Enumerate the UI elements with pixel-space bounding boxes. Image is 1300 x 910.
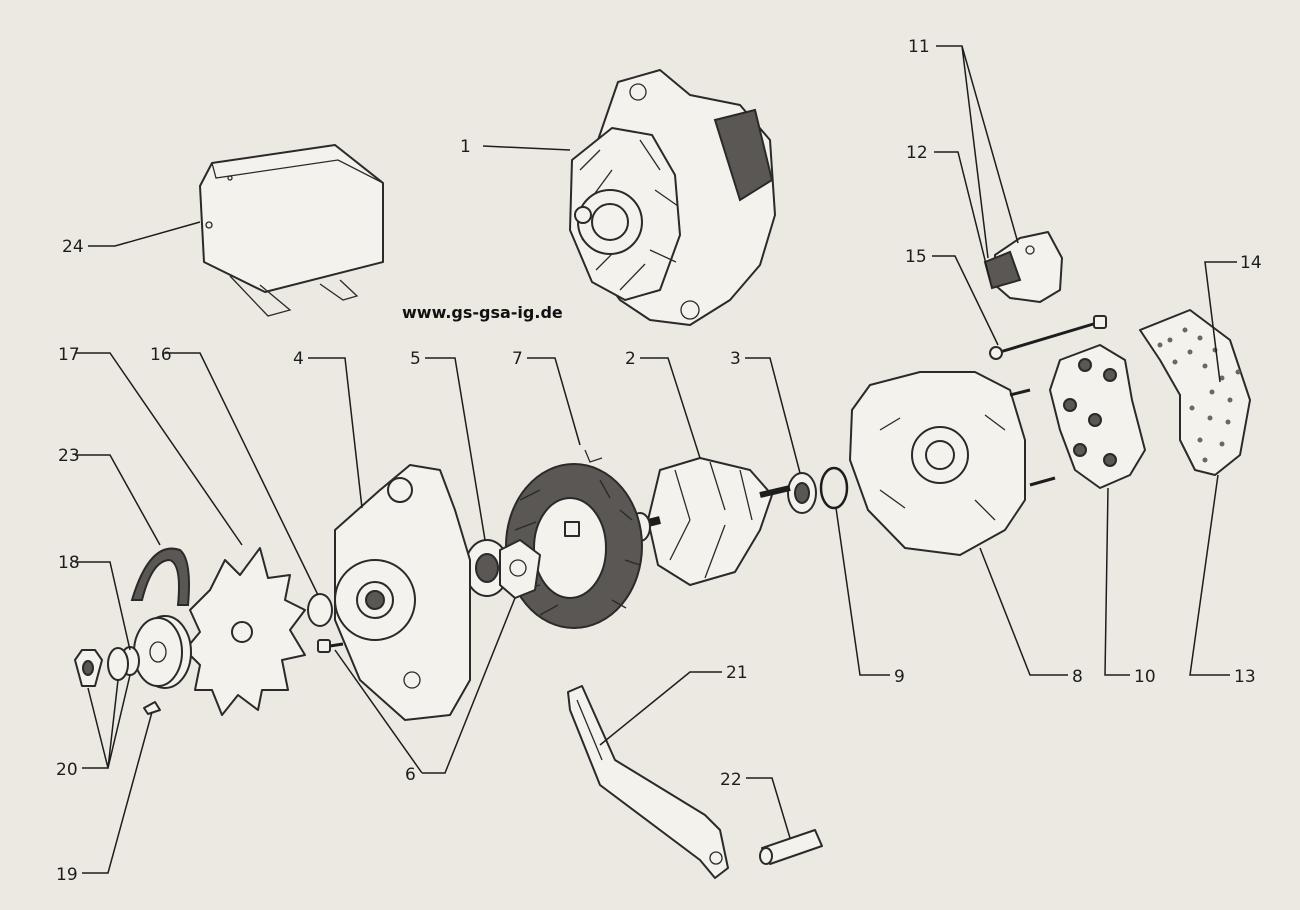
cover-perforation [1157,327,1241,463]
callout-20: 20 [56,760,78,780]
callout-18: 18 [58,553,80,573]
leader-4 [308,357,363,509]
part-21-bracket [567,685,729,879]
callout-13: 13 [1234,667,1256,687]
part-17-fan [184,547,306,716]
leader-1 [482,145,571,151]
leader-18 [75,561,131,651]
callout-3: 3 [730,349,741,369]
callout-24: 24 [62,237,84,257]
callout-1: 1 [460,137,471,157]
callout-6: 6 [405,765,416,785]
part-1-alternator [569,69,776,326]
part-9-circlip [819,466,849,510]
callout-9: 9 [894,667,905,687]
part-6-retainer [499,539,541,599]
leader-13 [1189,474,1230,676]
part-20-washers-nut [74,646,140,687]
part-2-rotor [619,457,791,586]
part-3-bearing [787,472,817,514]
leader-lines [75,45,1237,874]
callout-2: 2 [625,349,636,369]
leader-15 [932,255,999,346]
leader-21 [599,671,722,746]
part-16-spacer [307,593,333,627]
part-23-belt [130,547,190,606]
leader-2 [640,357,701,459]
leader-11 [936,45,1019,259]
leader-19 [82,711,153,874]
leader-14 [1204,261,1237,383]
callout-14: 14 [1240,253,1262,273]
part-15-screw [989,315,1107,360]
callout-21: 21 [726,663,748,683]
leader-8 [979,547,1068,676]
leader-16 [165,352,319,596]
callout-4: 4 [293,349,304,369]
leader-7 [527,357,581,446]
part-11-12-brush-holder [983,231,1063,303]
callout-15: 15 [905,247,927,267]
part-24-regulator [199,144,384,317]
part-10-rectifier [1049,344,1146,489]
leader-22 [746,777,791,839]
leader-17 [75,352,243,546]
callout-labels: 1 2 3 4 5 6 7 8 9 10 11 12 13 14 15 16 1… [56,37,1262,885]
callout-23: 23 [58,446,80,466]
callout-19: 19 [56,865,78,885]
callout-7: 7 [512,349,523,369]
part-7-stator [505,449,643,629]
callout-8: 8 [1072,667,1083,687]
part-13-cover [1139,309,1251,476]
part-8-end-housing [849,371,1056,556]
leader-9 [835,507,890,676]
leader-6 [334,597,516,774]
callout-17: 17 [58,345,80,365]
part-22-sleeve [759,829,823,865]
part-screw-small [317,639,344,653]
leader-23 [75,454,161,546]
leader-3 [745,357,801,474]
leader-12 [934,151,991,281]
part-18-pulley [133,615,192,689]
part-4-drive-end-housing [334,464,471,721]
part-19-key [143,701,161,715]
leader-10 [1104,487,1130,676]
leader-20 [82,674,131,769]
callout-16: 16 [150,345,172,365]
callout-10: 10 [1134,667,1156,687]
leader-24 [88,221,201,247]
watermark-url: www.gs-gsa-ig.de [402,303,563,322]
callout-12: 12 [906,143,928,163]
callout-5: 5 [410,349,421,369]
callout-22: 22 [720,770,742,790]
leader-5 [425,357,486,541]
callout-11: 11 [908,37,930,57]
